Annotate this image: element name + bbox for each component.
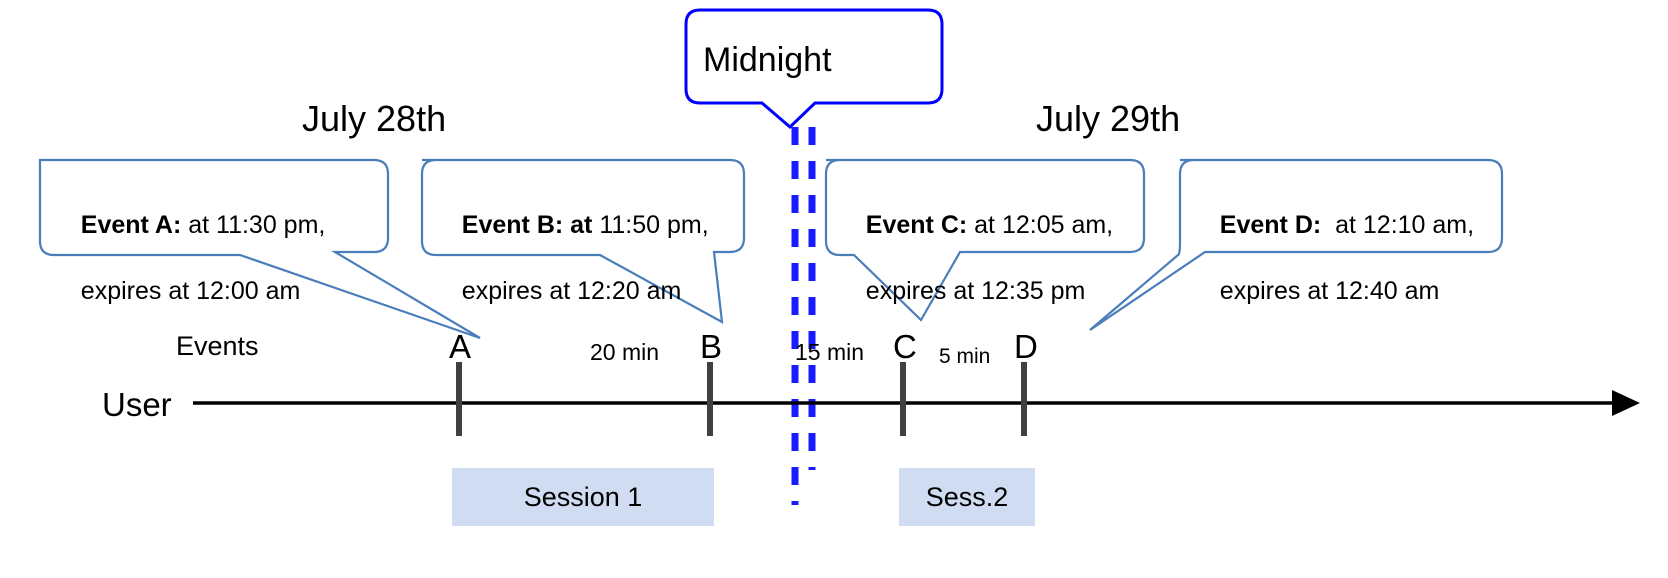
session-2-label: Sess.2 — [925, 481, 1009, 512]
event-c-callout-shape — [824, 158, 1146, 322]
event-b-line1-rest: 11:50 pm, — [592, 211, 709, 239]
interval-label-b-to-c: 15 min — [795, 339, 865, 365]
date-label-right: July 29th — [1036, 98, 1181, 139]
session-box-2: Sess.2 — [899, 468, 1035, 526]
user-row-label: User — [102, 386, 172, 423]
event-a-bold-prefix: Event A: — [80, 211, 182, 239]
event-d-callout-shape — [1089, 158, 1504, 331]
event-d-callout-text: Event D: at 12:10 am, expires at 12:40 a… — [1192, 176, 1502, 341]
interval-label-a-to-b: 20 min — [590, 339, 660, 365]
tick-label-d: D — [1014, 328, 1038, 365]
event-b-callout-shape — [420, 158, 746, 324]
event-a-callout-shape — [38, 158, 481, 340]
midnight-callout-shape — [684, 8, 944, 130]
session-box-1: Session 1 — [452, 468, 714, 526]
event-b-bold-prefix: Event B: at — [461, 211, 593, 239]
timeline-arrowhead-icon — [1612, 390, 1640, 416]
session-1-label: Session 1 — [523, 481, 643, 512]
event-c-callout-text: Event C: at 12:05 am, expires at 12:35 p… — [838, 176, 1143, 341]
event-a-line2: expires at 12:00 am — [80, 277, 301, 305]
interval-label-c-to-d: 5 min — [939, 345, 991, 368]
event-b-callout-text: Event B: at 11:50 pm, expires at 12:20 a… — [434, 176, 739, 341]
event-b-line2: expires at 12:20 am — [461, 277, 682, 305]
date-label-left: July 28th — [302, 98, 447, 139]
event-c-line2: expires at 12:35 pm — [865, 277, 1086, 305]
event-a-line1-rest: at 11:30 pm, — [181, 211, 326, 239]
tick-label-a: A — [449, 328, 472, 365]
event-d-line2: expires at 12:40 am — [1219, 277, 1440, 305]
tick-label-b: B — [700, 328, 723, 365]
event-c-line1-rest: at 12:05 am, — [967, 211, 1114, 239]
events-row-label: Events — [176, 331, 259, 361]
tick-label-c: C — [893, 328, 917, 365]
midnight-label: Midnight — [703, 41, 832, 79]
event-a-callout-text: Event A: at 11:30 pm, expires at 12:00 a… — [53, 176, 383, 341]
event-c-bold-prefix: Event C: — [865, 211, 968, 239]
event-d-line1-rest: at 12:10 am, — [1321, 211, 1475, 239]
event-d-bold-prefix: Event D: — [1219, 211, 1322, 239]
